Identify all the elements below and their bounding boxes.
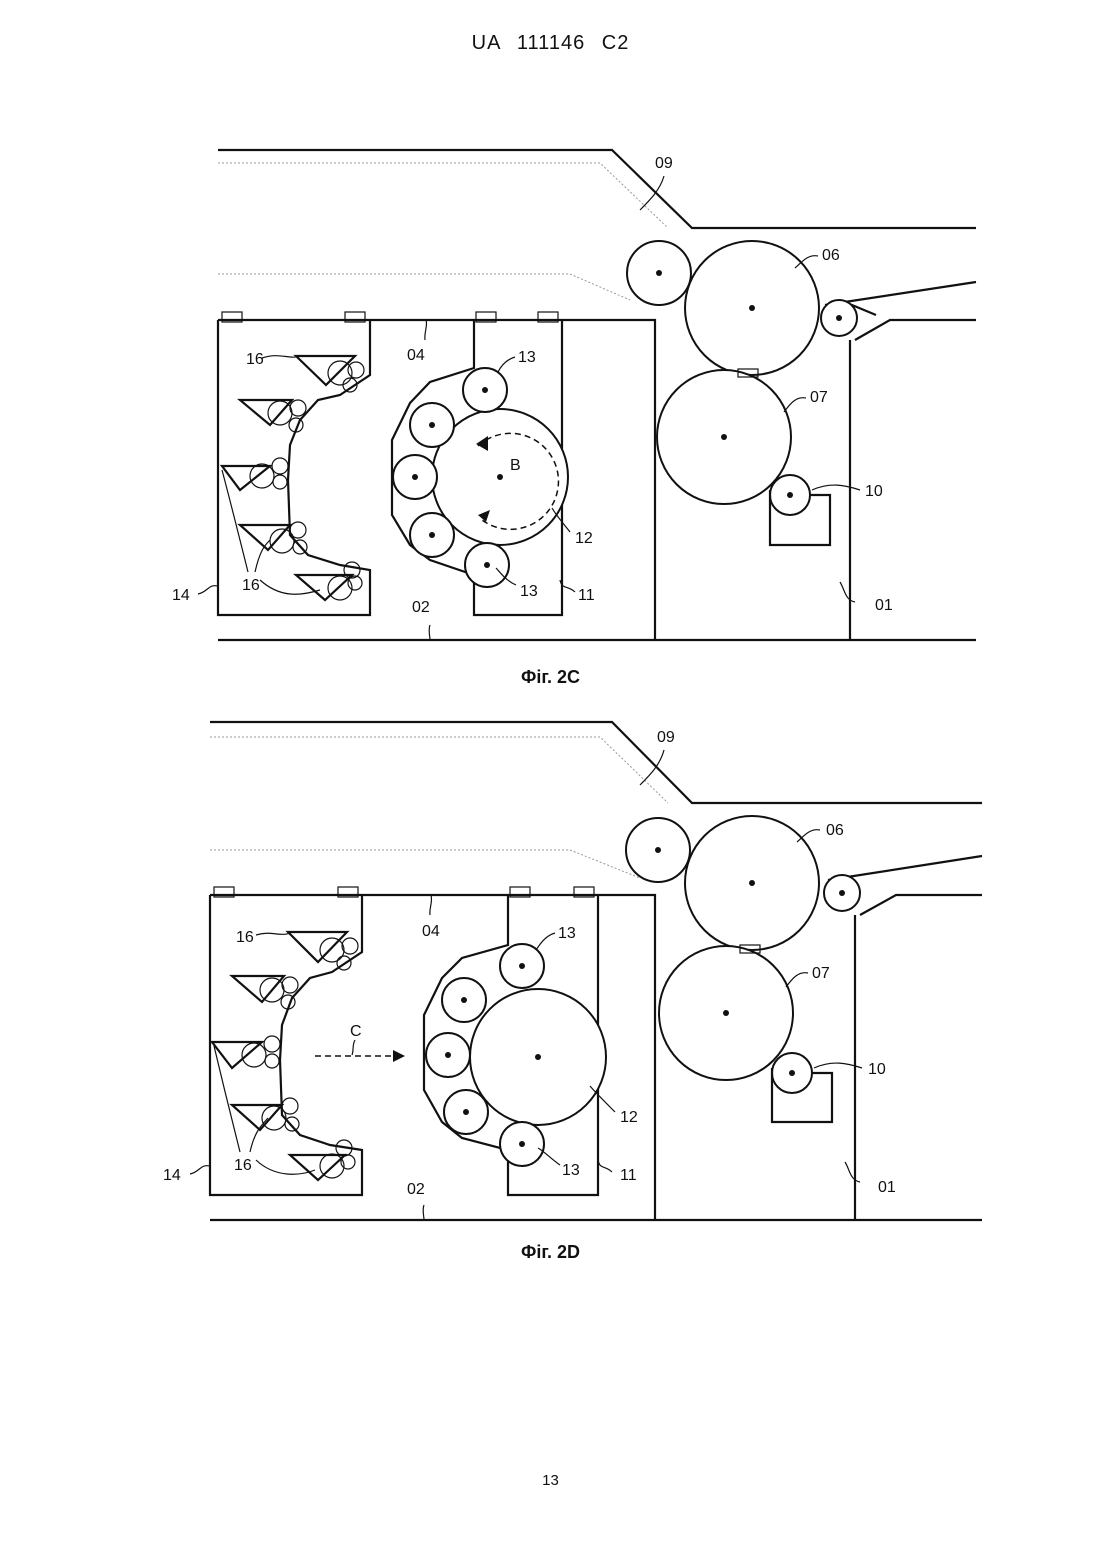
- label-04: 04: [407, 347, 425, 364]
- label-10: 10: [868, 1061, 886, 1078]
- label-16-bottom: 16: [242, 577, 260, 594]
- label-12: 12: [575, 530, 593, 547]
- label-13-top: 13: [558, 925, 576, 942]
- label-13-bottom: 13: [562, 1162, 580, 1179]
- label-12: 12: [620, 1109, 638, 1126]
- label-11: 11: [620, 1167, 637, 1184]
- label-13-bottom: 13: [520, 583, 538, 600]
- label-14: 14: [163, 1167, 181, 1184]
- label-16-bottom: 16: [234, 1157, 252, 1174]
- label-C: C: [350, 1023, 362, 1040]
- label-04: 04: [422, 923, 440, 940]
- label-02: 02: [412, 599, 430, 616]
- label-07: 07: [812, 965, 830, 982]
- label-01: 01: [878, 1179, 896, 1196]
- label-13-top: 13: [518, 349, 536, 366]
- label-09: 09: [655, 155, 673, 172]
- label-09: 09: [657, 729, 675, 746]
- label-02: 02: [407, 1181, 425, 1198]
- label-11: 11: [578, 587, 595, 604]
- page-number: 13: [0, 1472, 1101, 1489]
- label-16-top: 16: [236, 929, 254, 946]
- label-10: 10: [865, 483, 883, 500]
- patent-header: UA 111146 C2: [0, 32, 1101, 55]
- figure-2c-caption: Фіг. 2С: [0, 667, 1101, 688]
- label-16-top: 16: [246, 351, 264, 368]
- figure-2d-drawing: 09 06 07 10 01 02 04 11 12 13 13 14 16 1…: [0, 715, 1101, 1240]
- label-01: 01: [875, 597, 893, 614]
- figure-2c-drawing: 09 06 07 10 01 02 04 11 12 13 13 14 16 1…: [0, 140, 1101, 660]
- label-06: 06: [826, 822, 844, 839]
- figure-2d-caption: Фіг. 2D: [0, 1242, 1101, 1263]
- label-06: 06: [822, 247, 840, 264]
- label-07: 07: [810, 389, 828, 406]
- label-14: 14: [172, 587, 190, 604]
- label-B: B: [510, 457, 521, 474]
